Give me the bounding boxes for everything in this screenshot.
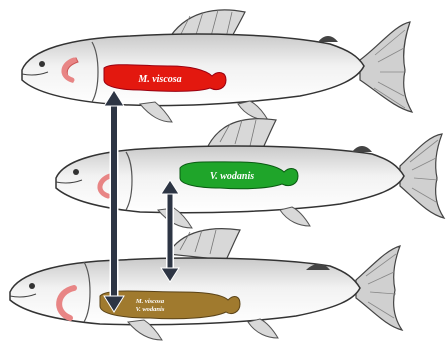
bottom-infection-blob [100, 291, 240, 319]
bottom-label-line1: M. viscosa [135, 298, 165, 305]
middle-label: V. wodanis [210, 171, 254, 182]
bottom-label-line2: V. wodanis [136, 306, 165, 313]
top-label: M. viscosa [137, 74, 181, 85]
bottom-fish: M. viscosa V. wodanis [10, 229, 402, 340]
top-fish: M. viscosa [22, 10, 412, 122]
